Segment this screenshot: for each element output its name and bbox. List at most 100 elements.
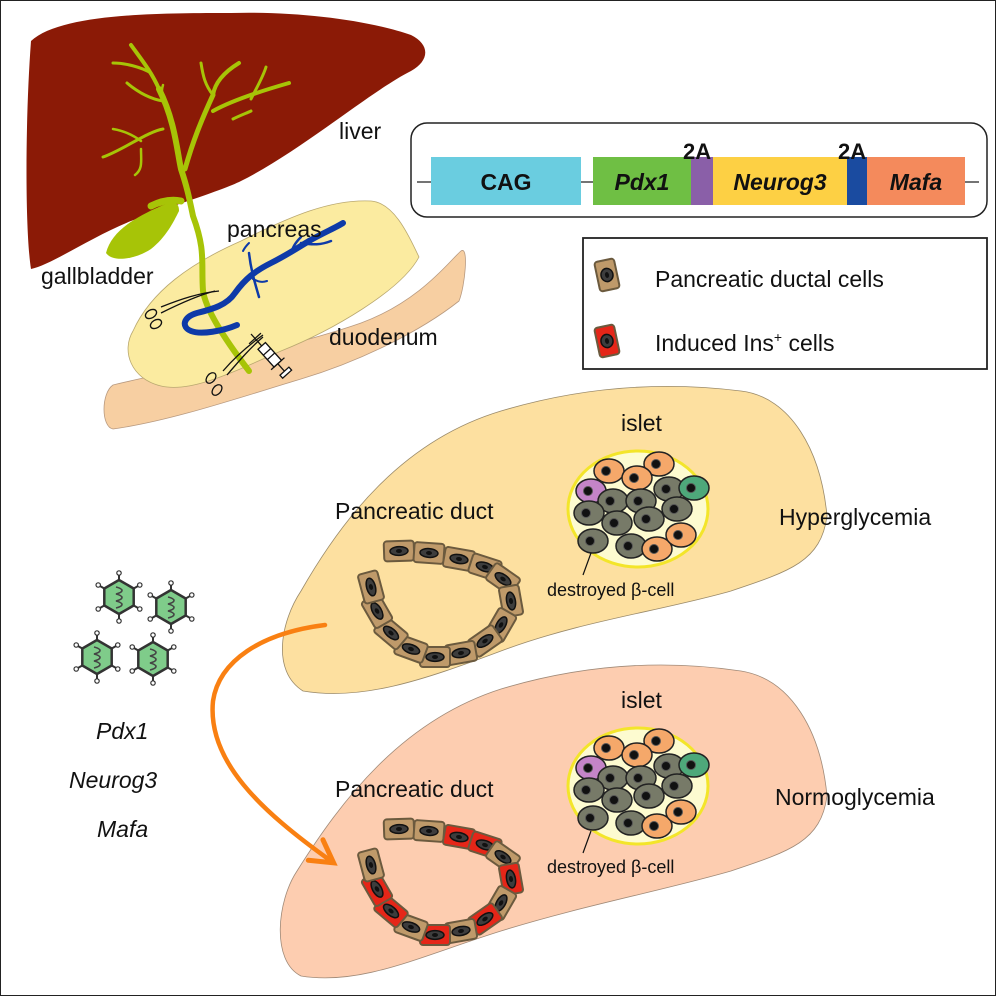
duct-ring [357, 817, 524, 946]
legend-label-induced-main: Induced Ins [655, 330, 774, 356]
virus-icon [95, 570, 143, 624]
ductal-cell [382, 539, 416, 563]
construct-segment: Neurog3 [713, 157, 847, 205]
segment-block [867, 157, 965, 205]
islet-cell [665, 799, 697, 825]
segment-label: CAG [480, 169, 531, 195]
duodenum-label: duodenum [329, 324, 438, 350]
construct-segment: CAG [431, 157, 581, 205]
islet-cell [641, 813, 673, 839]
segment-block [431, 157, 581, 205]
scissors-icon [205, 334, 264, 396]
induced-ins-cell [419, 924, 451, 946]
pancreas-tissue [279, 664, 828, 979]
ductal-cell-icon [593, 257, 621, 293]
bile-duct-tree [101, 43, 291, 374]
transition-arrow [210, 622, 338, 866]
liver-label: liver [339, 118, 382, 144]
legend-label-ductal: Pancreatic ductal cells [655, 266, 884, 292]
legend-frame [582, 237, 988, 370]
destroyed-beta-cell [573, 500, 605, 526]
scissors-icon [144, 290, 220, 330]
segment-block [691, 157, 713, 205]
segment-label: Mafa [890, 169, 943, 195]
segment-block [713, 157, 847, 205]
gene-label-pdx1: Pdx1 [96, 718, 148, 744]
islet-cell [643, 728, 675, 754]
gene-construct: CAG Pdx1 Neurog3 Mafa 2A 2A [410, 122, 988, 218]
islet-cell [678, 475, 710, 501]
destroyed-beta-cell [633, 506, 665, 532]
legend-label-induced-sup: + [774, 329, 782, 345]
destroyed-beta-cell [661, 773, 693, 799]
segment-label: Pdx1 [615, 169, 670, 195]
ductal-cell [412, 819, 446, 843]
legend: Pancreatic ductal cells Induced Ins+ cel… [582, 237, 988, 370]
linker-label-1: 2A [683, 139, 711, 164]
destroyed-beta-cell [601, 510, 633, 536]
ductal-cell [498, 583, 524, 619]
legend-label-induced: Induced Ins+ cells [655, 329, 835, 356]
ductal-cell [357, 569, 385, 605]
gallbladder-label: gallbladder [41, 263, 154, 289]
ductal-cell [357, 847, 385, 883]
construct-segment: Pdx1 [593, 157, 691, 205]
state-label: Hyperglycemia [779, 504, 931, 530]
islet [566, 449, 710, 569]
destroyed-beta-cell-label: destroyed β-cell [547, 857, 674, 877]
islet-cell [665, 522, 697, 548]
destroyed-beta-cell-label: destroyed β-cell [547, 580, 674, 600]
ductal-cell [393, 912, 429, 942]
induced-ins-cell [467, 902, 503, 936]
panel-hyperglycemia: Pancreatic duct islet destroyed β-cell H… [282, 385, 931, 694]
ductal-cell [382, 817, 416, 841]
syringe-icon [248, 332, 293, 380]
destroyed-beta-cell [601, 787, 633, 813]
segment-block [847, 157, 867, 205]
pancreas-shape [127, 200, 420, 388]
annotation-leader [582, 552, 592, 576]
pancreas-tissue [282, 385, 828, 694]
destroyed-beta-cell [577, 528, 609, 554]
islet-cell [593, 458, 625, 484]
pancreas-label: pancreas [227, 216, 322, 242]
gene-label-neurog3: Neurog3 [69, 767, 157, 793]
islet-label: islet [621, 687, 663, 713]
gallbladder-shape [106, 202, 179, 259]
liver-shape [26, 12, 426, 269]
ductal-cell [441, 546, 477, 572]
induced-ins-cell [441, 824, 477, 850]
construct-segment: Mafa [867, 157, 965, 205]
pancreatic-duct [181, 220, 346, 336]
segment-block [593, 157, 691, 205]
virus-icon [73, 630, 121, 684]
legend-label-induced-suffix: cells [782, 330, 834, 356]
anatomy-illustration: liver gallbladder pancreas duodenum [26, 12, 466, 430]
islet-label: islet [621, 410, 663, 436]
ductal-cell [443, 918, 479, 944]
islet-cell [593, 735, 625, 761]
induced-cell-icon [593, 323, 621, 359]
annotation-leader [582, 830, 592, 854]
linker-label-2: 2A [838, 139, 866, 164]
islet-cell [643, 451, 675, 477]
viral-vectors [73, 570, 195, 686]
islet-cell [678, 752, 710, 778]
destroyed-beta-cell [633, 783, 665, 809]
destroyed-beta-cell [573, 777, 605, 803]
destroyed-beta-cell [615, 810, 647, 836]
virus-icon [129, 632, 177, 686]
islet-cell [621, 465, 653, 491]
destroyed-beta-cell [615, 533, 647, 559]
duct-label: Pancreatic duct [335, 776, 494, 802]
duct-label: Pancreatic duct [335, 498, 494, 524]
destroyed-beta-cell [597, 765, 629, 791]
legend-induced-cell-icon [593, 323, 621, 359]
panel-normoglycemia: Pancreatic duct islet destroyed β-cell N… [279, 664, 935, 979]
duct-ring [357, 539, 524, 668]
islet [566, 726, 710, 846]
virus-icon [147, 580, 195, 634]
destroyed-beta-cell [661, 496, 693, 522]
